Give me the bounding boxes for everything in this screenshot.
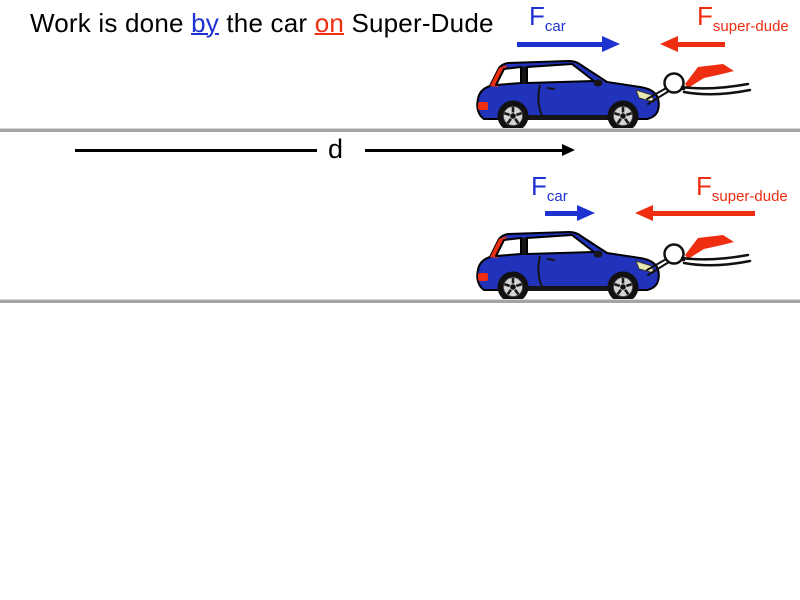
car-front-window	[526, 63, 595, 84]
car-side-mirror	[593, 79, 603, 87]
road-surface	[0, 299, 800, 303]
page-title: Work is done by the car on Super-Dude	[30, 8, 494, 39]
car-headlight	[635, 89, 655, 103]
force-label-fsuperdude: Fsuper-dude	[697, 1, 789, 34]
arrow-head-right-icon	[577, 205, 595, 221]
car-door-seam	[537, 84, 545, 120]
force-subscript: car	[544, 18, 566, 36]
arrow-head-right-icon	[602, 36, 620, 52]
tow-rope	[647, 90, 670, 105]
force-label-fcar: Fcar	[531, 171, 568, 204]
title-word-by: by	[191, 8, 219, 38]
car-front-wheel	[607, 100, 639, 132]
title-word-on: on	[314, 8, 345, 38]
fsuperdude-force-arrow	[660, 34, 725, 54]
arrow-shaft	[653, 210, 755, 216]
force-label-fsuperdude: Fsuper-dude	[696, 171, 788, 204]
force-subscript: car	[546, 188, 568, 206]
superdude-head	[663, 72, 685, 94]
fcar-force-arrow	[545, 203, 595, 223]
force-subscript: super-dude	[711, 188, 788, 206]
arrow-head-left-icon	[660, 36, 678, 52]
car-rear-window	[495, 66, 522, 86]
road-surface	[0, 128, 800, 132]
arrow-head-right-icon	[562, 144, 575, 156]
fcar-force-arrow	[517, 34, 620, 54]
superdude-leg	[682, 88, 752, 96]
displacement-arrow	[365, 141, 575, 159]
title-text-3: Super-Dude	[344, 8, 494, 38]
superdude-cape	[685, 64, 734, 88]
car-art-group	[476, 60, 752, 132]
force-label-fcar: Fcar	[529, 1, 566, 34]
arrow-shaft	[517, 41, 602, 47]
car-rear-lamp	[478, 102, 488, 110]
force-symbol: F	[531, 171, 547, 201]
force-symbol: F	[697, 1, 713, 31]
car-door-handle	[546, 87, 556, 90]
arrow-shaft	[365, 148, 562, 152]
force-subscript: super-dude	[712, 18, 789, 36]
car-with-superdude-illustration	[476, 230, 752, 303]
arrow-shaft	[678, 41, 725, 47]
force-symbol: F	[529, 1, 545, 31]
fsuperdude-force-arrow	[635, 203, 755, 223]
title-text-2: the car	[218, 8, 315, 38]
displacement-label: d	[328, 134, 344, 164]
superdude-leg	[680, 82, 750, 90]
title-text-1: Work is done	[30, 8, 192, 38]
car-rocker-panel	[498, 115, 626, 120]
force-symbol: F	[696, 171, 712, 201]
displacement-line-left	[75, 149, 317, 152]
arrow-shaft	[545, 210, 577, 216]
car-with-superdude-illustration	[476, 60, 752, 132]
tow-rope	[646, 86, 669, 100]
arrow-head-left-icon	[635, 205, 653, 221]
car-rear-wheel	[497, 100, 529, 132]
